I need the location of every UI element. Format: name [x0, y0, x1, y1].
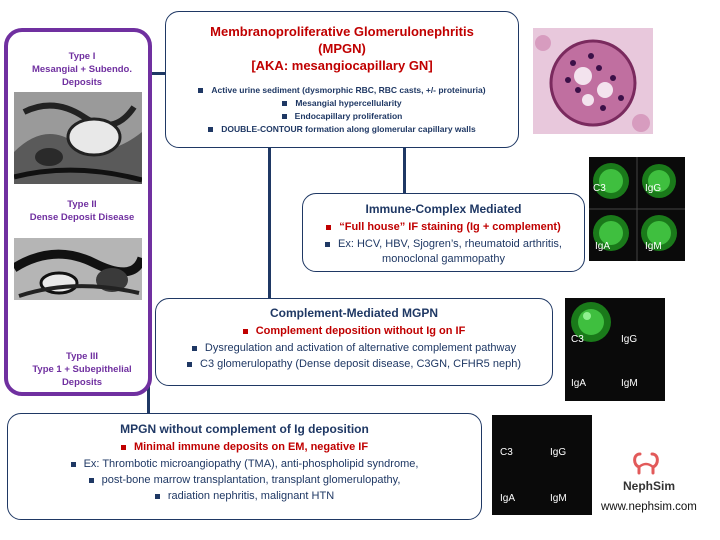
connector-main-down	[268, 148, 271, 298]
main-title-line-3: [AKA: mesangiocapillary GN]	[251, 58, 433, 73]
type-2-em-image	[11, 238, 147, 300]
immune-title: Immune-Complex Mediated	[365, 202, 522, 216]
if1-igm-label: IgM	[645, 241, 662, 252]
if2-c3-label: C3	[571, 334, 584, 345]
if3-iga-label: IgA	[500, 493, 516, 504]
complement-title: Complement-Mediated MGPN	[269, 306, 438, 320]
main-bullet: Mesangial hypercellularity	[166, 97, 518, 110]
if-image-full-house: C3 IgG IgA IgM	[589, 157, 685, 261]
if2-iga-label: IgA	[571, 378, 587, 389]
if1-c3-label: C3	[593, 183, 606, 194]
complement-bullets: Dysregulation and activation of alternat…	[156, 340, 552, 372]
immune-example: Ex: HCV, HBV, Sjogren’s, rheumatoid arth…	[303, 237, 584, 267]
if2-igg-label: IgG	[621, 334, 638, 345]
if1-iga-label: IgA	[595, 241, 611, 252]
if2-igm-label: IgM	[621, 378, 638, 389]
complement-mediated-box: Complement-Mediated MGPN Complement depo…	[155, 298, 553, 386]
immune-highlight: “Full house” IF staining (Ig + complemen…	[303, 221, 584, 233]
nocomp-title: MPGN without complement of Ig deposition	[120, 422, 369, 436]
nephsim-url[interactable]: www.nephsim.com	[601, 501, 697, 513]
if3-igm-label: IgM	[550, 493, 567, 504]
immune-complex-box: Immune-Complex Mediated “Full house” IF …	[302, 193, 585, 272]
complement-highlight: Complement deposition without Ig on IF	[156, 325, 552, 337]
if3-c3-label: C3	[500, 447, 513, 458]
nocomp-highlight: Minimal immune deposits on EM, negative …	[8, 441, 481, 453]
if-image-c3-only: C3 IgG IgA IgM	[565, 298, 665, 401]
no-complement-box: MPGN without complement of Ig deposition…	[7, 413, 482, 520]
nephsim-logo-icon	[631, 451, 661, 475]
if-image-negative: C3 IgG IgA IgM	[492, 415, 592, 515]
nocomp-example: Ex: Thrombotic microangiopathy (TMA), an…	[8, 456, 481, 504]
main-bullet: Endocapillary proliferation	[166, 110, 518, 123]
main-title-line-1: Membranoproliferative Glomerulonephritis	[210, 24, 474, 39]
main-title-line-2: (MPGN)	[318, 41, 366, 56]
nephsim-logo-text: NephSim	[623, 479, 676, 493]
mpgn-main-box: Membranoproliferative Glomerulonephritis…	[165, 11, 519, 148]
connector-main-right	[403, 148, 406, 194]
main-bullet: Active urine sediment (dysmorphic RBC, R…	[166, 84, 518, 97]
main-bullet: DOUBLE-CONTOUR formation along glomerula…	[166, 123, 518, 136]
histology-image	[533, 28, 653, 134]
if1-igg-label: IgG	[645, 183, 662, 194]
if3-igg-label: IgG	[550, 447, 567, 458]
type-1-em-image	[13, 92, 143, 184]
